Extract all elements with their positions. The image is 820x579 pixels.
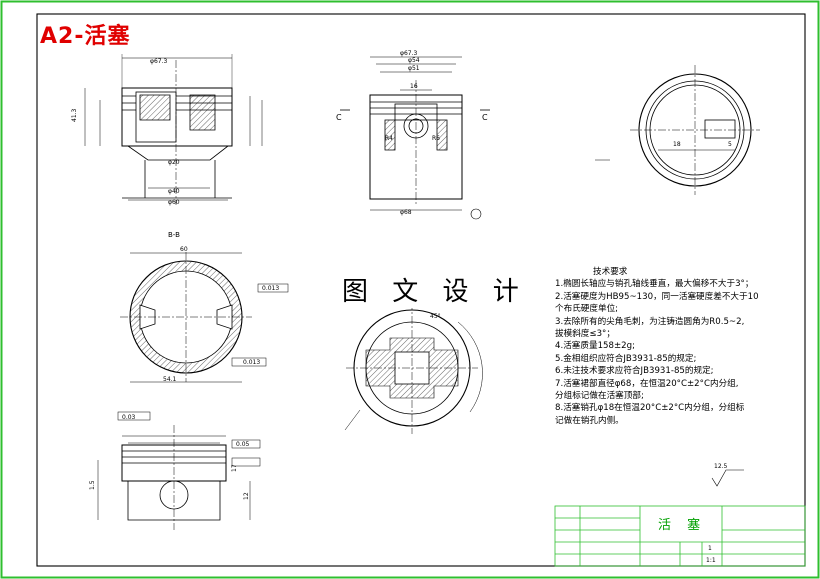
dim-dia54: φ54 <box>408 57 420 64</box>
tech-item: 7.活塞裙部直径φ68，在恒温20°C±2°C内分组, <box>555 378 739 389</box>
drawing-title: A2-活塞 <box>40 24 131 49</box>
dim-dia68: φ68 <box>400 209 412 216</box>
view-top <box>595 65 760 195</box>
part-name: 活 塞 <box>658 518 707 533</box>
tech-item: 分组标记做在活塞顶部; <box>555 391 644 402</box>
dim-1-5: 1.5 <box>89 480 96 490</box>
tech-heading: 技术要求 <box>593 267 628 277</box>
view-half-section <box>84 54 263 205</box>
dim-dia60: φ60 <box>168 199 180 206</box>
tech-item: 6.未注技术要求应符合JB3931-85的规定; <box>555 366 714 377</box>
dim-dia20: φ20 <box>168 159 180 166</box>
roughness-value: 12.5 <box>714 463 728 470</box>
section-label-bb: B-B <box>168 231 180 239</box>
dim-top-left-dia: φ67.3 <box>150 58 168 65</box>
view-front <box>340 56 490 220</box>
tech-item: 记做在销孔内侧。 <box>555 415 624 426</box>
tech-item: 3.去除所有的尖角毛刺，为注铸造圆角为R0.5~2, <box>555 316 745 327</box>
view-section-bb <box>120 252 289 383</box>
dim-dia40: φ40 <box>168 188 180 195</box>
tech-item: 8.活塞销孔φ18在恒温20°C±2°C内分组，分组标 <box>555 403 745 414</box>
section-mark-left: C <box>336 113 342 122</box>
dim-16: 16 <box>410 83 418 90</box>
dim-41-3: 41.3 <box>71 108 78 122</box>
dim-r4: R4 <box>385 135 393 142</box>
dim-17: 17 <box>231 464 238 472</box>
dim-60: 60 <box>180 246 188 253</box>
watermark-text: 图 文 设 计 <box>340 271 529 308</box>
dim-r6: R6 <box>432 135 440 142</box>
tech-item: 5.金相组织应符合JB3931-85的规定; <box>555 353 697 364</box>
tech-item: 个布氏硬度单位; <box>555 304 619 315</box>
dim-54-1: 54.1 <box>163 376 177 383</box>
section-mark-right: C <box>482 113 488 122</box>
tol-2: 0.03 <box>122 414 136 421</box>
inner-frame <box>36 13 806 567</box>
dim-45: 45° <box>430 313 441 320</box>
tech-requirements: 技术要求 1.椭圆长轴应与销孔轴线垂直，最大偏移不大于3°； 2.活塞硬度为HB… <box>555 266 785 427</box>
tol-1: 0.013 <box>262 285 279 292</box>
dim-18: 18 <box>673 141 681 148</box>
view-bottom-left <box>97 411 261 530</box>
view-section-cc <box>344 302 483 434</box>
tol-4: 0.013 <box>243 359 260 366</box>
dim-top-mid-dia: φ67.3 <box>400 50 418 57</box>
dim-12: 12 <box>243 492 250 500</box>
part-count: 1 <box>708 545 712 552</box>
tech-item: 4.活塞质量158±2g; <box>555 341 635 352</box>
tol-3: 0.05 <box>236 441 250 448</box>
roughness-symbol <box>711 469 744 487</box>
dim-dia51: φ51 <box>408 65 420 72</box>
tech-item: 1.椭圆长轴应与销孔轴线垂直，最大偏移不大于3°； <box>555 279 754 290</box>
tech-item: 拔模斜度≤3°； <box>555 329 615 340</box>
tech-item: 2.活塞硬度为HB95~130，同一活塞硬度差不大于10 <box>555 291 759 302</box>
part-scale: 1:1 <box>706 557 716 564</box>
title-block <box>554 505 806 567</box>
dim-5: 5 <box>728 141 732 148</box>
